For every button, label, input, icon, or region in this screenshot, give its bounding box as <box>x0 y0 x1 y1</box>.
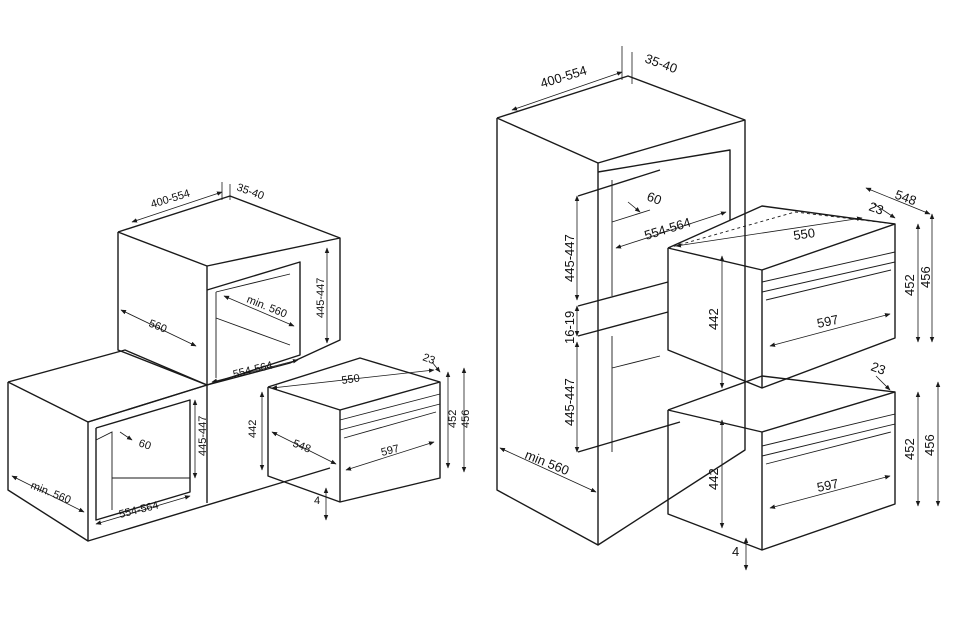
right-upper-appliance-height-label: 442 <box>706 308 721 330</box>
right-lower-appliance <box>667 375 896 551</box>
right-top-gap-label: 35-40 <box>643 51 679 76</box>
left-side-depth-label: 560 <box>147 318 169 336</box>
right-inner-label: 60 <box>645 189 664 208</box>
left-inner-depth-label: min. 560 <box>245 294 289 321</box>
left-lower-cabinet <box>7 349 331 542</box>
left-dimensions <box>11 182 467 525</box>
left-lower-height-label: 445-447 <box>197 416 209 456</box>
right-lower-appliance-height-label: 442 <box>706 468 721 490</box>
left-lower-depth-label: min. 560 <box>29 480 73 507</box>
left-appliance <box>267 357 441 503</box>
right-labels: 400-554 35-40 548 23 550 60 554-564 445-… <box>523 51 937 559</box>
right-dimensions <box>499 46 941 571</box>
right-gap-top-label: 23 <box>867 199 886 218</box>
left-drawing: 400-554 35-40 560 min. 560 445-447 554-5… <box>7 182 472 542</box>
right-lower-front-h1-label: 452 <box>902 438 917 460</box>
right-width-top-label: 550 <box>792 225 816 243</box>
right-upper-height-label: 445-447 <box>562 234 577 282</box>
left-upper-cabinet <box>117 195 341 386</box>
left-appliance-depth-label: 548 <box>291 438 313 456</box>
left-lower-width-label: 554-564 <box>118 499 160 520</box>
right-mid-height-label: 16-19 <box>562 311 577 344</box>
right-depth-top-label: 548 <box>893 187 919 209</box>
left-appliance-bottom-gap-label: 4 <box>314 495 320 507</box>
right-drawing: 400-554 35-40 548 23 550 60 554-564 445-… <box>496 46 941 571</box>
right-niche-width-label: 554-564 <box>642 215 692 243</box>
left-lower-inner-label: 60 <box>137 437 152 452</box>
left-upper-width-label: 554-564 <box>232 359 274 380</box>
right-lower-front-width-label: 597 <box>816 476 840 495</box>
left-labels: 400-554 35-40 560 min. 560 445-447 554-5… <box>29 182 472 521</box>
left-appliance-front-h1-label: 452 <box>447 410 459 428</box>
right-top-depth-label: 400-554 <box>538 63 588 91</box>
left-appliance-height-label: 442 <box>247 420 259 438</box>
left-appliance-front-h2-label: 456 <box>460 410 472 428</box>
left-top-depth-label: 400-554 <box>149 188 191 211</box>
right-upper-front-h1-label: 452 <box>902 274 917 296</box>
right-lower-bottom-gap-label: 4 <box>732 544 739 559</box>
right-lower-front-h2-label: 456 <box>922 434 937 456</box>
right-lower-gap-label: 23 <box>869 359 888 378</box>
left-appliance-width-label: 550 <box>341 373 361 387</box>
right-bottom-depth-label: min 560 <box>523 447 572 478</box>
right-column-cabinet <box>496 75 746 546</box>
right-upper-appliance <box>667 205 896 389</box>
left-appliance-gap-label: 23 <box>421 352 437 367</box>
left-appliance-front-width-label: 597 <box>380 443 401 459</box>
right-lower-height-label: 445-447 <box>562 378 577 426</box>
right-upper-front-width-label: 597 <box>816 312 840 331</box>
left-upper-height-label: 445-447 <box>315 278 327 318</box>
right-upper-front-h2-label: 456 <box>918 266 933 288</box>
